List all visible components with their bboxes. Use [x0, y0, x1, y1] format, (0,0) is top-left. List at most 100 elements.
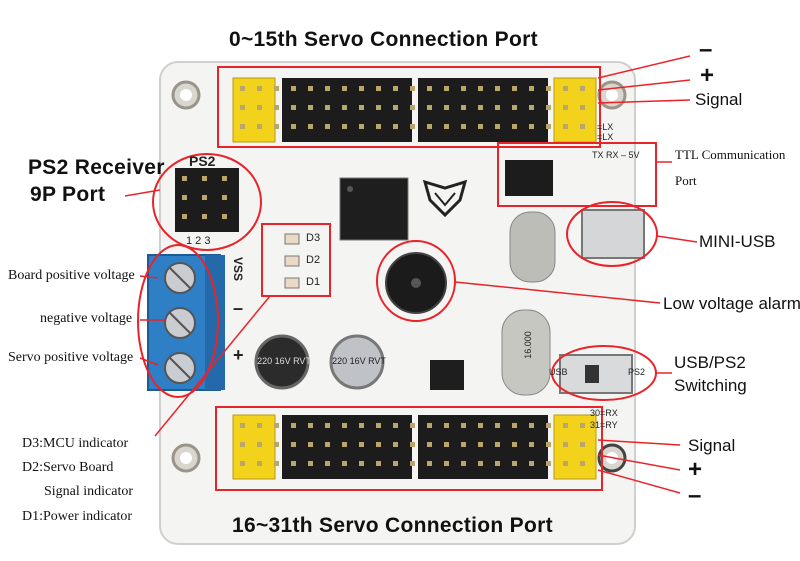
- header-pin: [461, 442, 466, 447]
- header-pin: [257, 423, 262, 428]
- buzzer-ellipse: [376, 240, 456, 322]
- led-indicators: [284, 233, 300, 289]
- bottom-signal-label: Signal: [688, 436, 736, 455]
- header-pin: [308, 423, 313, 428]
- header-pin: [444, 86, 449, 91]
- header-pin: [359, 423, 364, 428]
- header-pin: [580, 423, 585, 428]
- bottom-minus-label: –: [688, 482, 702, 509]
- ps2-label-line1: PS2 Receiver: [28, 156, 165, 179]
- header-pin: [495, 461, 500, 466]
- header-pin: [376, 105, 381, 110]
- usb-ps2-switch: [559, 354, 633, 394]
- top-port-box: [217, 66, 601, 148]
- silk-d2: D2: [306, 254, 321, 266]
- header-pin: [495, 423, 500, 428]
- header-pin: [291, 86, 296, 91]
- buzzer-icon: [385, 252, 447, 314]
- mounting-holes: [171, 80, 627, 473]
- silk-ps2-pins: 1 2 3: [186, 235, 211, 247]
- header-pin: [274, 86, 279, 91]
- low-voltage-alarm-label: Low voltage alarm: [663, 294, 800, 313]
- header-pin: [342, 461, 347, 466]
- header-pin: [325, 105, 330, 110]
- ttl-label-line1: TTL Communication: [675, 147, 786, 162]
- header-pin: [563, 423, 568, 428]
- header-pin: [257, 86, 262, 91]
- header-pin: [308, 124, 313, 129]
- header-pin: [410, 461, 415, 466]
- header-pin: [308, 105, 313, 110]
- header-pin: [461, 124, 466, 129]
- transformer-logo-icon: [422, 179, 468, 218]
- bottom-plus-label: +: [688, 456, 703, 483]
- header-pin: [563, 461, 568, 466]
- silk-usb: USB: [549, 367, 568, 377]
- header-pin: [182, 176, 187, 181]
- silk-ttl-table: TX RX – 5V: [592, 150, 640, 160]
- silk-d1: D1: [306, 276, 321, 288]
- top-port-label: 0~15th Servo Connection Port: [229, 28, 538, 51]
- negative-voltage-label: negative voltage: [40, 311, 133, 326]
- header-pin: [478, 442, 483, 447]
- top-minus-label: –: [699, 36, 713, 63]
- ttl-box: [497, 142, 657, 207]
- header-pin: [410, 124, 415, 129]
- header-pin: [240, 461, 245, 466]
- header-pin: [359, 461, 364, 466]
- d3-label: D3:MCU indicator: [22, 436, 129, 451]
- silk-cap2: 220 16V RVT: [332, 356, 386, 366]
- header-pin: [291, 442, 296, 447]
- header-pin: [325, 124, 330, 129]
- header-pin: [461, 461, 466, 466]
- header-pin: [182, 195, 187, 200]
- header-pin: [427, 124, 432, 129]
- ttl-label-line2: Port: [675, 173, 697, 188]
- header-pin: [512, 461, 517, 466]
- header-pin: [410, 442, 415, 447]
- silk-ry-bottom: 31=RY: [590, 420, 618, 430]
- header-pin: [393, 86, 398, 91]
- header-pin: [512, 423, 517, 428]
- header-pin: [410, 105, 415, 110]
- header-pin: [478, 86, 483, 91]
- header-pin: [393, 105, 398, 110]
- usb-ps2-label-line2: Switching: [674, 376, 747, 395]
- header-pin: [495, 105, 500, 110]
- header-pin: [512, 442, 517, 447]
- header-pin: [202, 195, 207, 200]
- header-pin: [257, 442, 262, 447]
- header-pin: [308, 461, 313, 466]
- electrolytic-capacitors: [254, 334, 385, 390]
- header-pin: [359, 442, 364, 447]
- header-pin: [342, 105, 347, 110]
- header-pin: [580, 461, 585, 466]
- silk-minus: –: [233, 298, 244, 318]
- header-pin: [478, 423, 483, 428]
- header-pin: [529, 442, 534, 447]
- silk-rx-bottom: 30=RX: [590, 408, 618, 418]
- top-signal-label: Signal: [695, 90, 743, 109]
- header-pin: [376, 461, 381, 466]
- board-positive-voltage-label: Board positive voltage: [8, 268, 135, 283]
- header-pin: [257, 124, 262, 129]
- header-pin: [240, 423, 245, 428]
- usb-ellipse: [566, 201, 658, 267]
- header-pin: [240, 442, 245, 447]
- silk-ps2-switch: PS2: [628, 367, 646, 377]
- header-pin: [444, 124, 449, 129]
- header-pin: [393, 423, 398, 428]
- header-pin: [427, 442, 432, 447]
- header-pin: [512, 86, 517, 91]
- header-pin: [529, 461, 534, 466]
- header-pin: [222, 176, 227, 181]
- mini-usb-label: MINI-USB: [699, 232, 776, 251]
- header-pin: [427, 86, 432, 91]
- header-pin: [376, 423, 381, 428]
- header-pin: [529, 105, 534, 110]
- header-pin: [291, 423, 296, 428]
- bottom-servo-header: [232, 414, 597, 480]
- header-pin: [563, 105, 568, 110]
- leader-lines: [124, 55, 698, 494]
